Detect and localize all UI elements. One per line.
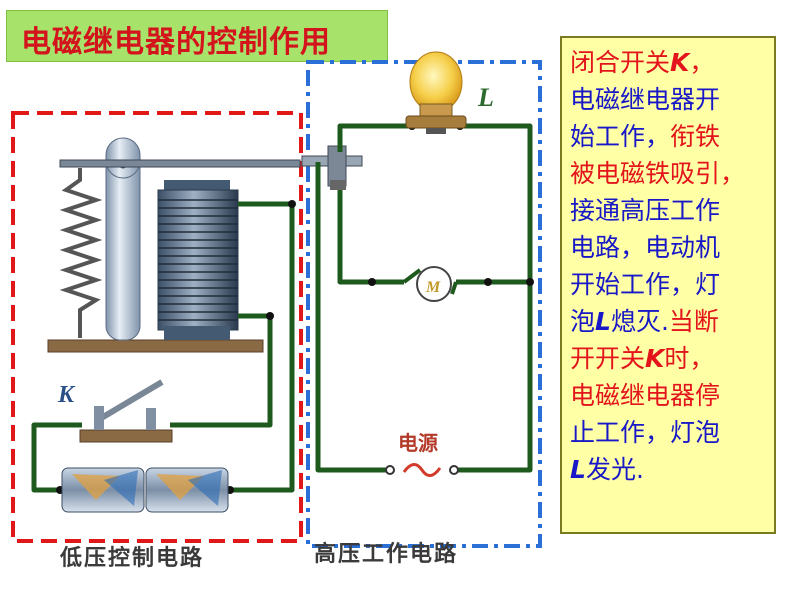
desc-line-8a: 泡 xyxy=(570,307,596,336)
desc-line-1b: ， xyxy=(689,48,715,77)
switch-label: K xyxy=(57,382,76,408)
desc-line-8-l: L xyxy=(595,307,611,336)
desc-line-3a: 始工作， xyxy=(570,122,671,151)
desc-line-12-l: L xyxy=(570,455,586,484)
battery-pack xyxy=(61,467,229,513)
desc-line-10: 电磁继电器停 xyxy=(570,381,721,410)
high-voltage-circuit-label: 高压工作电路 xyxy=(314,541,459,567)
power-source xyxy=(385,463,459,477)
lamp-label: L xyxy=(477,83,494,112)
desc-line-1-k: K xyxy=(670,48,690,77)
page-title: 电磁继电器的控制作用 xyxy=(21,25,331,60)
low-voltage-circuit-border xyxy=(11,111,303,543)
desc-line-9-k: K xyxy=(645,344,665,373)
desc-line-5: 接通高压工作 xyxy=(570,196,721,225)
desc-line-6: 电路，电动机 xyxy=(570,233,721,262)
low-voltage-wires xyxy=(31,201,295,493)
explanation-text: 闭合开关K， 电磁继电器开 始工作，衔铁 被电磁铁吸引， 接通高压工作 电路，电… xyxy=(570,44,775,488)
switch-lever xyxy=(96,379,164,423)
desc-line-4: 被电磁铁吸引， xyxy=(570,159,746,188)
switch-base xyxy=(79,429,173,443)
desc-line-1a: 闭合开关 xyxy=(570,48,671,77)
desc-line-9a: 开开关 xyxy=(570,344,646,373)
desc-line-8c: 当断 xyxy=(668,307,719,336)
lamp-bulb xyxy=(405,51,467,134)
electromagnet-core-top xyxy=(164,180,230,192)
motor-label: M xyxy=(425,279,441,296)
relay-base xyxy=(47,339,264,353)
high-voltage-wires xyxy=(315,123,533,473)
desc-line-3b: 衔铁 xyxy=(670,122,721,151)
armature-arm xyxy=(59,159,301,168)
explanation-panel: 闭合开关K， 电磁继电器开 始工作，衔铁 被电磁铁吸引， 接通高压工作 电路，电… xyxy=(560,36,776,534)
desc-line-2: 电磁继电器开 xyxy=(570,85,721,114)
power-source-label: 电源 xyxy=(398,431,438,455)
title-banner: 电磁继电器的控制作用 xyxy=(6,10,388,62)
desc-line-9b: 时， xyxy=(664,344,715,373)
desc-line-12b: 发光. xyxy=(585,455,644,484)
desc-line-7: 开始工作，灯 xyxy=(570,270,721,299)
desc-line-8b: 熄灭. xyxy=(610,307,669,336)
electromagnet-coil xyxy=(157,189,239,331)
desc-line-11: 止工作，灯泡 xyxy=(570,418,721,447)
motor xyxy=(402,266,458,302)
high-voltage-circuit-border xyxy=(306,60,542,548)
spring xyxy=(59,168,103,338)
low-voltage-circuit-label: 低压控制电路 xyxy=(60,545,205,571)
